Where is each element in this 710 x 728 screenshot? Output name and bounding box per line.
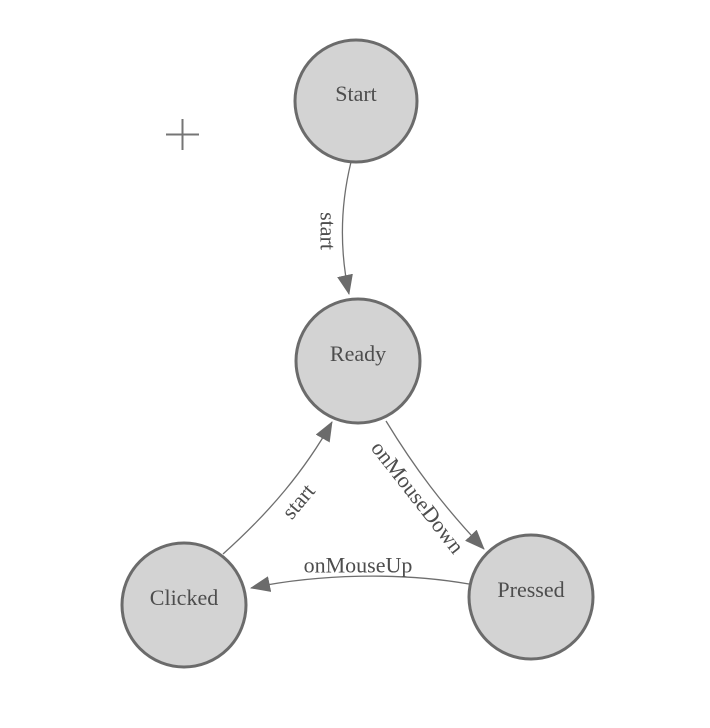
node-circle-pressed[interactable] [467,533,595,661]
edge-pressed-to-clicked[interactable] [250,575,470,592]
edge-label-ready-to-pressed: onMouseDown [366,436,469,558]
node-circle-clicked[interactable] [120,541,248,669]
node-circle-start[interactable] [293,38,419,164]
edges-layer [222,161,485,592]
edge-label-clicked-to-ready: start [276,479,320,524]
node-label-ready: Ready [330,341,386,366]
node-label-start: Start [335,81,377,106]
node-clicked[interactable]: Clicked [120,541,248,669]
edge-label-pressed-to-clicked: onMouseUp [304,553,413,578]
node-circle-ready[interactable] [294,297,422,425]
node-start[interactable]: Start [293,38,419,164]
origin-layer [166,119,199,150]
edge-label-start-to-ready: start [315,212,340,250]
node-pressed[interactable]: Pressed [467,533,595,661]
node-label-pressed: Pressed [497,577,564,602]
node-label-clicked: Clicked [150,585,218,610]
node-ready[interactable]: Ready [294,297,422,425]
edge-start-to-ready[interactable] [337,161,353,295]
edge-clicked-to-ready[interactable] [222,421,333,555]
edge-ready-to-pressed[interactable] [385,420,485,550]
